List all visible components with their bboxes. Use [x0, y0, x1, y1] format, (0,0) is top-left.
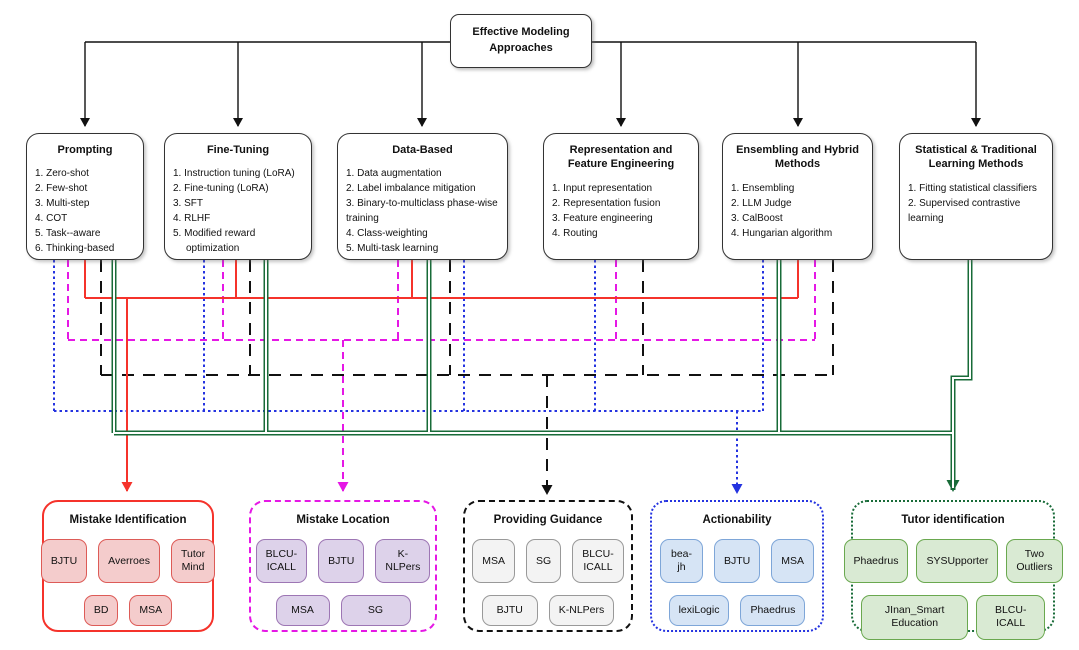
team-chip: SYSUpporter [916, 539, 999, 584]
red-bus-mistake-identification [84, 260, 799, 492]
team-chip: SG [340, 595, 411, 627]
chip-row: bea-jh BJTU MSA [652, 539, 822, 584]
category-item: 2. Few-shot [35, 183, 88, 195]
team-chip: BJTU [481, 595, 538, 627]
team-chip: MSA [275, 595, 330, 627]
category-item: 1. Ensembling [731, 182, 795, 194]
track-title: Actionability [702, 514, 772, 526]
category-item: 1. Instruction tuning (LoRA) [173, 168, 295, 180]
team-chip: BLCU-ICALL [572, 539, 624, 584]
team-chip: K-NLPers [375, 539, 431, 584]
category-title: Data-Based [392, 144, 453, 156]
chip-row: JInan_Smart Education BLCU-ICALL [853, 595, 1053, 640]
chip-row: MSA SG [251, 595, 435, 627]
team-chip: BJTU [713, 539, 761, 584]
category-item: 4. Routing [552, 227, 598, 239]
category-item: 3. SFT [173, 198, 204, 210]
category-item: 4. Class-weighting [346, 228, 428, 240]
track-box-providing-guidance: Providing Guidance MSA SG BLCU-ICALL BJT… [463, 500, 633, 632]
team-chip: bea-jh [660, 539, 703, 584]
category-item: 3. Feature engineering [552, 212, 653, 224]
category-item: 6. Thinking-based [35, 243, 115, 255]
category-item: 5. Multi-task learning [346, 243, 439, 255]
team-chip: BLCU-ICALL [255, 539, 308, 584]
category-item: 3. CalBoost [731, 212, 783, 224]
team-chip: MSA [129, 595, 173, 627]
chip-row: BJTU Averroes Tutor Mind [40, 539, 216, 584]
team-chip: BLCU-ICALL [976, 595, 1045, 640]
team-chip: BJTU [318, 539, 365, 584]
root-node-label: Effective Modeling Approaches [472, 26, 570, 54]
chip-row: BD MSA [44, 595, 212, 627]
team-chip: MSA [472, 539, 516, 584]
chip-row: Phaedrus SYSUpporter Two Outliers [843, 539, 1063, 584]
chip-row: lexiLogic Phaedrus [652, 595, 822, 627]
track-title: Tutor identification [901, 514, 1005, 526]
track-box-tutor-identification: Tutor identification Phaedrus SYSUpporte… [843, 500, 1063, 640]
category-title: Statistical & Traditional Learning Metho… [915, 144, 1037, 171]
category-item: 5. Modified reward optimization [173, 228, 256, 255]
category-item: 2. Representation fusion [552, 197, 661, 209]
team-chip: Phaedrus [740, 595, 806, 627]
chip-row: BLCU-ICALL BJTU K-NLPers [251, 539, 435, 584]
category-item: 4. Hungarian algorithm [731, 227, 833, 239]
category-box-ensembling-hybrid-methods: Ensembling and Hybrid Methods 1. Ensembl… [722, 133, 873, 260]
team-chip: lexiLogic [668, 595, 730, 627]
category-item: 3. Multi-step [35, 198, 90, 210]
category-item: 1. Data augmentation [346, 168, 442, 180]
track-title: Providing Guidance [493, 514, 603, 526]
team-chip: Tutor Mind [170, 539, 216, 584]
chip-row: MSA SG BLCU-ICALL [465, 539, 631, 584]
chip-row: BJTU K-NLPers [465, 595, 631, 627]
category-item: 2. Supervised contrastive learning [908, 197, 1021, 224]
category-item: 1. Fitting statistical classifiers [908, 182, 1037, 194]
category-box-representation-feature-engineering: Representation and Feature Engineering 1… [543, 133, 699, 260]
category-box-statistical-traditional-learning: Statistical & Traditional Learning Metho… [899, 133, 1053, 260]
team-chip: Two Outliers [1006, 539, 1063, 584]
category-title: Ensembling and Hybrid Methods [736, 144, 859, 171]
category-item: 2. LLM Judge [731, 197, 792, 209]
category-item: 2. Label imbalance mitigation [346, 183, 476, 195]
category-box-fine-tuning: Fine-Tuning 1. Instruction tuning (LoRA)… [164, 133, 312, 260]
category-box-prompting: Prompting 1. Zero-shot 2. Few-shot 3. Mu… [26, 133, 144, 260]
category-title: Representation and Feature Engineering [567, 144, 675, 171]
category-item: 2. Fine-tuning (LoRA) [173, 183, 269, 195]
root-node-effective-modeling-approaches: Effective Modeling Approaches [450, 14, 592, 68]
track-title: Mistake Location [296, 514, 390, 526]
team-chip: MSA [771, 539, 814, 584]
black-bus-providing-guidance [100, 260, 834, 495]
team-chip: SG [526, 539, 562, 584]
green-arrow-line [946, 260, 973, 492]
track-box-actionability: Actionability bea-jh BJTU MSA lexiLogic … [650, 500, 824, 632]
category-item: 1. Input representation [552, 182, 653, 194]
track-box-mistake-location: Mistake Location BLCU-ICALL BJTU K-NLPer… [249, 500, 437, 632]
team-chip: Phaedrus [843, 539, 909, 584]
category-title: Prompting [57, 144, 113, 156]
category-item: 3. Binary-to-multiclass phase-wise train… [346, 198, 498, 225]
category-item: 4. COT [35, 213, 68, 225]
category-item: 4. RLHF [173, 213, 211, 225]
magenta-bus-mistake-location [67, 260, 816, 492]
category-item: 1. Zero-shot [35, 168, 89, 180]
category-box-data-based: Data-Based 1. Data augmentation 2. Label… [337, 133, 508, 260]
team-chip: BD [83, 595, 119, 627]
team-chip: JInan_Smart Education [861, 595, 969, 640]
track-title: Mistake Identification [69, 514, 187, 526]
track-box-mistake-identification: Mistake Identification BJTU Averroes Tut… [40, 500, 216, 632]
green-bus-tutor-identification [111, 260, 973, 492]
team-chip: Averroes [98, 539, 160, 584]
category-title: Fine-Tuning [206, 144, 270, 156]
blue-bus-actionability [53, 260, 764, 494]
team-chip: K-NLPers [548, 595, 615, 627]
team-chip: BJTU [40, 539, 88, 584]
category-item: 5. Task--aware [35, 228, 101, 240]
